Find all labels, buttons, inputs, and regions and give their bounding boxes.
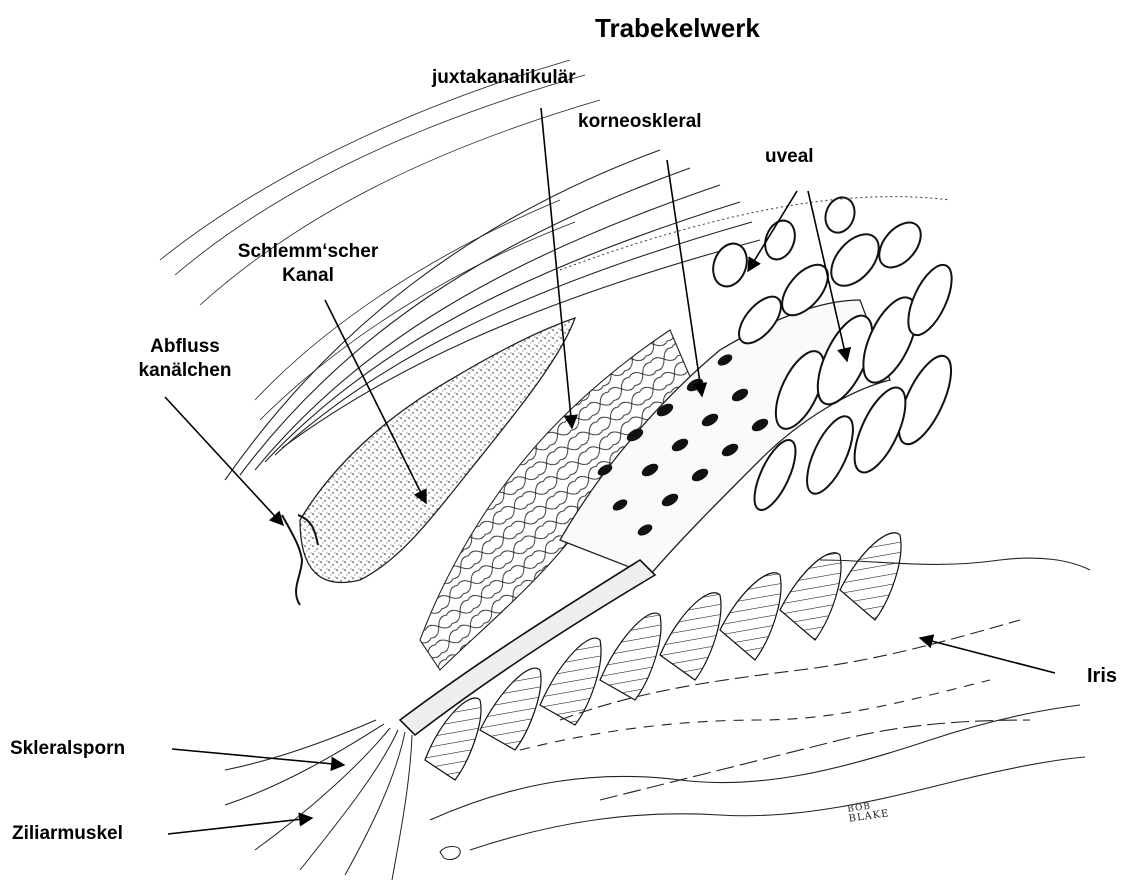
label-ziliarmuskel: Ziliarmuskel <box>12 822 123 846</box>
label-juxtakanalikulaer: juxtakanalikulär <box>432 66 576 90</box>
label-korneoskleral: korneoskleral <box>578 110 702 134</box>
diagram-title: Trabekelwerk <box>595 12 760 44</box>
label-skleralsporn: Skleralsporn <box>10 737 125 761</box>
label-uveal: uveal <box>765 145 814 169</box>
label-schlemm-line1: Schlemm‘scher <box>208 240 408 264</box>
label-iris: Iris <box>1087 664 1117 688</box>
label-collector-channels: Abfluss kanälchen <box>85 335 285 383</box>
leader-iris <box>920 638 1055 673</box>
ciliary-muscle-fibers <box>225 720 412 880</box>
leader-juxtakanalikulaer <box>541 108 572 428</box>
label-schlemm-line2: Kanal <box>208 264 408 288</box>
leader-ziliarmuskel <box>168 818 312 834</box>
small-sketch-mark <box>440 846 460 859</box>
label-abfluss-line1: Abfluss <box>85 335 285 359</box>
label-abfluss-line2: kanälchen <box>85 359 285 383</box>
label-schlemm-canal: Schlemm‘scher Kanal <box>208 240 408 288</box>
